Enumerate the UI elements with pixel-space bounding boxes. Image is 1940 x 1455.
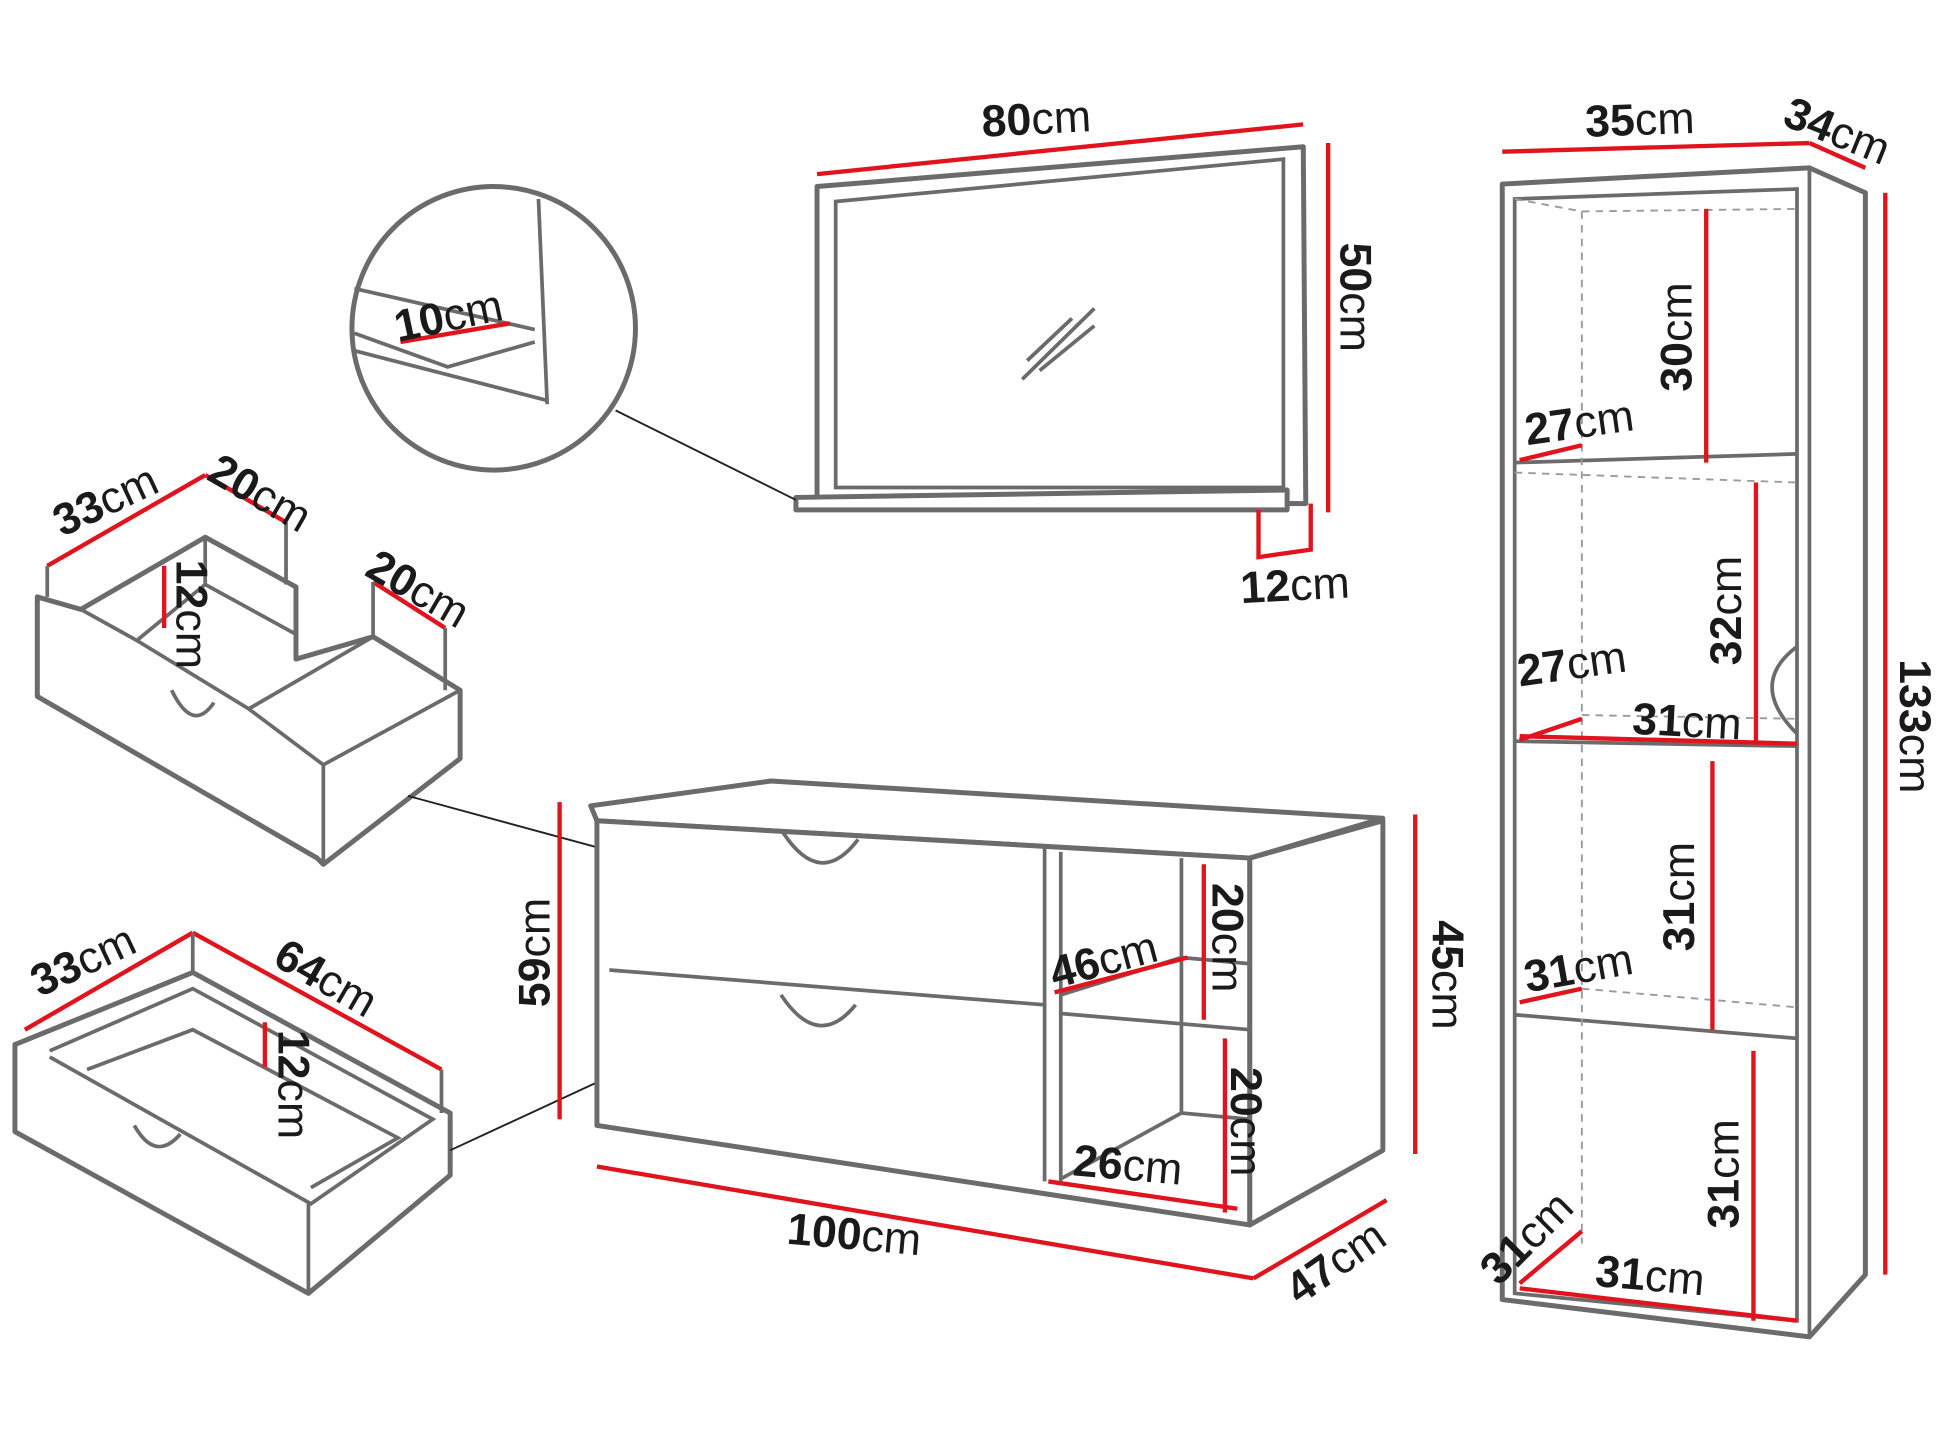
tall-cabinet-depth-label: 34cm: [1777, 87, 1897, 174]
cabinet-drawing: [557, 778, 1418, 1281]
mirror-drawing: [615, 122, 1331, 560]
mirror-detail-magnifier: [349, 184, 638, 473]
tall-cabinet-height-label: 133cm: [1890, 659, 1940, 793]
tall-cabinet-second-width-label: 31cm: [1631, 694, 1743, 750]
small-drawer-right-width-label: 20cm: [358, 540, 478, 638]
cabinet-shelf-depth-label: 46cm: [1044, 922, 1163, 999]
small-drawer-drawing: [34, 473, 637, 867]
large-drawer-height-label: 12cm: [269, 1030, 319, 1139]
cabinet-width-label: 100cm: [785, 1204, 923, 1266]
tall-cabinet-width-label: 35cm: [1584, 93, 1695, 147]
cabinet-depth-label: 47cm: [1277, 1210, 1395, 1314]
tall-cabinet-drawing: [1499, 140, 1888, 1340]
mirror-height-label: 50cm: [1331, 243, 1381, 352]
tall-cabinet-bottom-height-label: 31cm: [1699, 1119, 1749, 1228]
tall-cabinet-third-depth-label: 31cm: [1520, 934, 1636, 1002]
large-drawer-width-label: 64cm: [266, 929, 386, 1027]
tall-cabinet-bottom-width-label: 31cm: [1593, 1246, 1706, 1305]
large-drawer-drawing: [12, 930, 653, 1296]
cabinet-height-label: 59cm: [510, 898, 560, 1007]
mirror-shelf-depth-label: 12cm: [1239, 557, 1351, 613]
tall-cabinet-second-height-label: 32cm: [1701, 556, 1751, 665]
cabinet-upper-shelf-height-label: 20cm: [1203, 883, 1253, 992]
mirror-width-label: 80cm: [980, 91, 1092, 147]
tall-cabinet-top-height-label: 30cm: [1651, 282, 1701, 391]
mirror-detail-label: 10cm: [390, 280, 507, 352]
cabinet-shelf-width-label: 26cm: [1071, 1135, 1184, 1194]
small-drawer-left-width-label: 20cm: [200, 444, 320, 542]
tall-cabinet-second-depth-label: 27cm: [1514, 632, 1629, 697]
large-drawer-depth-label: 33cm: [23, 915, 143, 1007]
cabinet-lower-shelf-height-label: 20cm: [1221, 1067, 1271, 1176]
cabinet-side-height-label: 45cm: [1423, 920, 1473, 1029]
small-drawer-height-label: 12cm: [167, 560, 217, 669]
tall-cabinet-third-height-label: 31cm: [1654, 842, 1704, 951]
tall-cabinet-top-depth-label: 27cm: [1522, 390, 1637, 455]
